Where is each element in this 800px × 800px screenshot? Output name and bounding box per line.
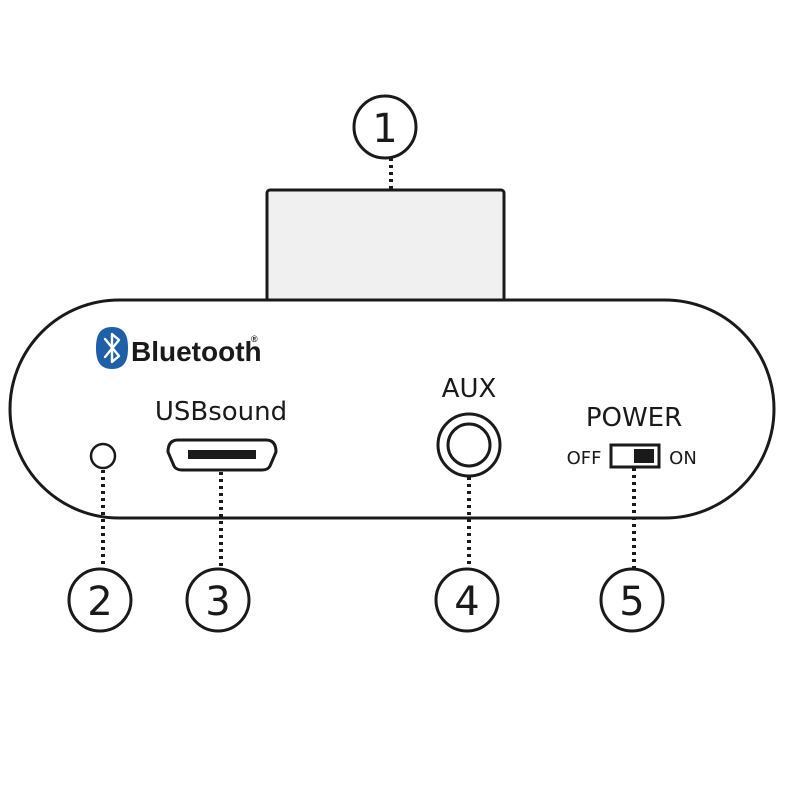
bluetooth-wordmark: Bluetooth [131,336,262,367]
callout-5-number: 5 [619,579,644,625]
usb-port-slot [188,450,256,459]
callout-3: 3 [185,567,251,633]
aux-label: AUX [442,374,497,404]
off-label: OFF [567,448,602,469]
callout-5: 5 [599,567,665,633]
registered-mark: ® [251,334,258,344]
led-indicator [89,442,117,470]
usb-label: USBsound [155,397,287,427]
callout-4: 4 [434,567,500,633]
callout-1: 1 [352,94,418,160]
power-label: POWER [586,403,682,433]
callout-1-number: 1 [372,106,397,152]
bluetooth-module [265,188,506,304]
leader-lines [101,158,636,568]
callout-2: 2 [67,567,133,633]
callout-4-number: 4 [454,579,479,625]
callout-2-number: 2 [87,579,112,625]
bluetooth-logo: Bluetooth ® [96,327,262,369]
aux-jack-inner [446,422,492,468]
callout-3-number: 3 [205,579,230,625]
power-switch-knob [634,449,654,463]
on-label: ON [669,448,697,469]
